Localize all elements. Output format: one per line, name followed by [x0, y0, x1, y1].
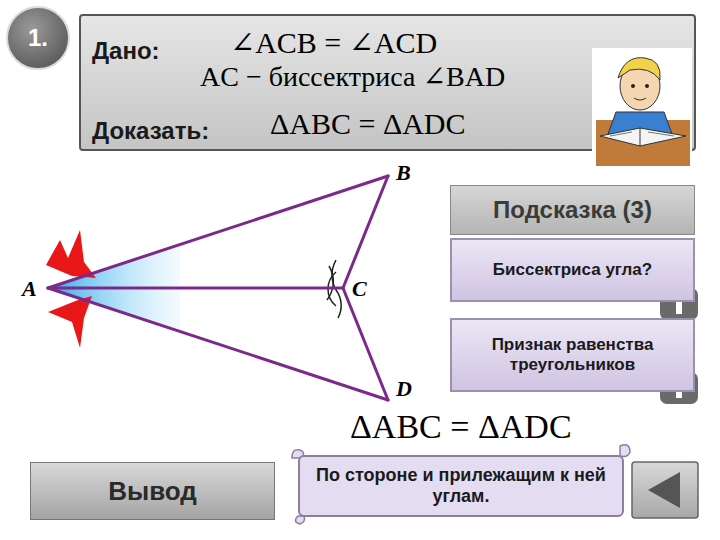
node-text: По стороне и прилежащим к ней углам.: [312, 465, 610, 507]
panel-text: ΔABC = ΔADC: [270, 107, 466, 141]
panel-text: AC − биссектриса ∠BAD: [200, 60, 505, 93]
slide-number-circle: 1.: [6, 6, 70, 70]
result-formula: ΔABC = ΔADC: [350, 408, 572, 446]
node-text: Подсказка (3): [493, 196, 652, 224]
point-label: D: [396, 376, 412, 402]
point-label: A: [22, 276, 37, 302]
node-text: Вывод: [108, 476, 197, 507]
hint-header: Подсказка (3): [450, 185, 695, 235]
given-panel: Дано: ∠ACB = ∠ACDAC − биссектриса ∠BAD Док…: [80, 15, 695, 150]
node-text: 1.: [28, 24, 48, 52]
point-label: B: [396, 160, 411, 186]
cartoon-boy: [592, 48, 692, 168]
conclusion-button: Вывод: [30, 462, 275, 520]
hint-button: Признак равенства треугольников: [450, 318, 695, 392]
panel-text: ∠ACB = ∠ACD: [230, 25, 437, 60]
point-label: C: [352, 276, 367, 302]
angle-mark: [48, 296, 92, 348]
answer-scroll: По стороне и прилежащим к ней углам.: [298, 455, 624, 517]
panel-text: Дано:: [92, 37, 160, 65]
panel-text: Доказать:: [92, 117, 209, 145]
node-text: Признак равенства треугольников: [462, 335, 683, 375]
back-button: [632, 462, 698, 518]
scroll-curls: [292, 445, 630, 524]
node-text: Биссектриса угла?: [493, 260, 652, 280]
hint-button: Биссектриса угла?: [450, 238, 695, 302]
triangle-figure: [46, 176, 388, 400]
angle-mark: [46, 230, 96, 278]
